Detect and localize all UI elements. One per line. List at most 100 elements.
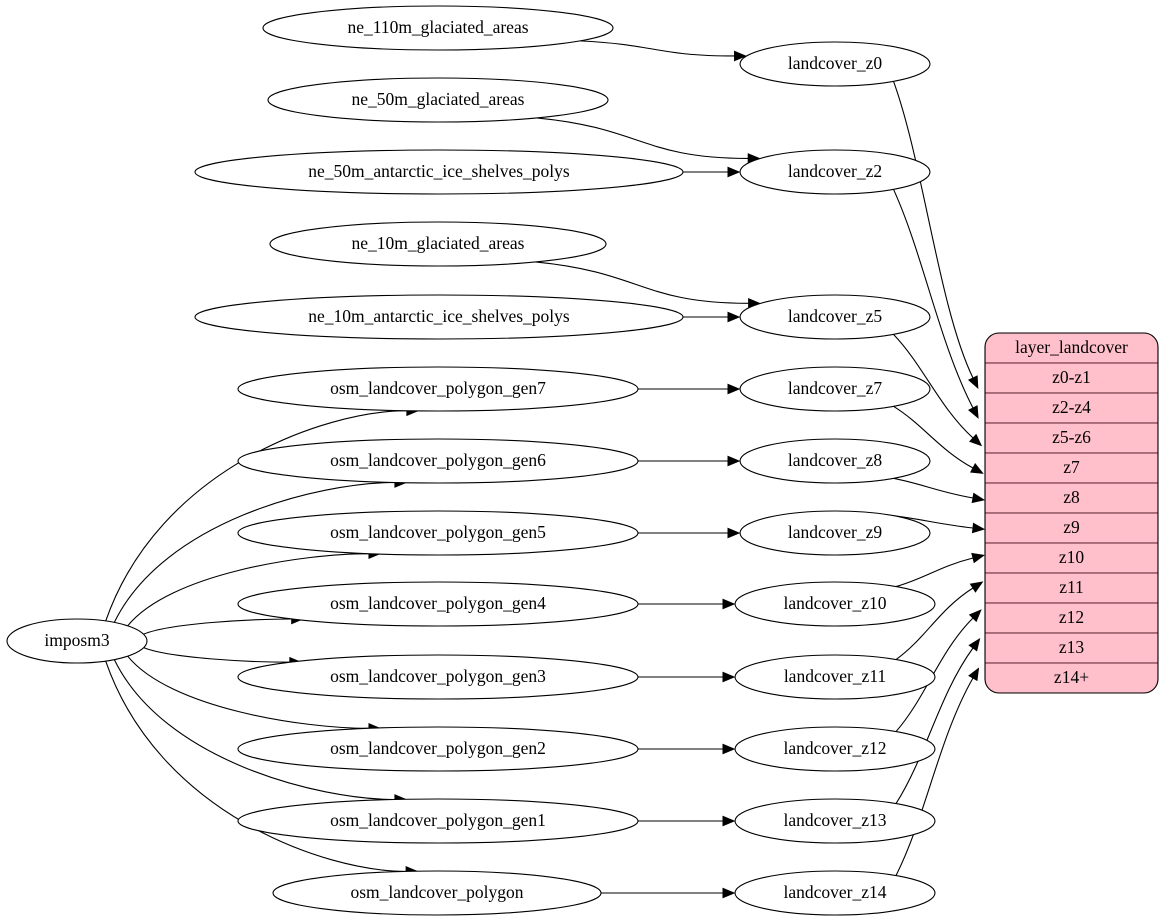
table-row-z12[interactable] [985,602,1158,634]
node-lz7[interactable]: landcover_z7 [739,366,931,412]
node-label-gen6: osm_landcover_polygon_gen6 [330,450,546,470]
node-ne10aisp[interactable]: ne_10m_antarctic_ice_shelves_polys [194,294,684,340]
edge-lz11-to-row7 [895,587,974,661]
node-label-gen5: osm_landcover_polygon_gen5 [330,522,546,542]
node-lz13[interactable]: landcover_z13 [734,798,936,844]
node-label-gen1: osm_landcover_polygon_gen1 [330,810,546,830]
edge-lz13-to-row9 [895,647,974,804]
table-row-z10[interactable] [985,542,1158,574]
node-gen4[interactable]: osm_landcover_polygon_gen4 [237,581,639,627]
node-ellipse-lz12 [734,726,936,772]
nodes-layer: ne_110m_glaciated_areas ne_50m_glaciated_… [6,5,936,916]
node-label-ne10ga: ne_10m_glaciated_areas [352,233,525,253]
node-poly[interactable]: osm_landcover_polygon [272,870,602,916]
node-gen3[interactable]: osm_landcover_polygon_gen3 [237,654,639,700]
node-lz9[interactable]: landcover_z9 [739,510,931,556]
node-ne10ga[interactable]: ne_10m_glaciated_areas [269,221,607,267]
table-row-z8[interactable] [985,482,1158,514]
arrowhead-lz7-to-row3 [970,463,984,474]
table-layer: layer_landcoverz0-z1z2-z4z5-z6z7z8z9z10z… [984,332,1159,694]
node-ellipse-imposm3 [6,618,148,664]
arrowhead-lz8-to-row4 [971,492,986,504]
node-label-lz9: landcover_z9 [788,522,883,542]
node-ellipse-lz13 [734,798,936,844]
node-ellipse-gen5 [237,510,639,556]
arrowhead-gen4-to-lz10 [722,598,736,610]
table-row-label-z13: z13 [1059,637,1085,657]
node-label-lz11: landcover_z11 [784,666,886,686]
table-row-label-z11: z11 [1059,577,1084,597]
edge-imposm3-to-gen4 [143,618,292,635]
node-label-gen7: osm_landcover_polygon_gen7 [330,378,546,398]
arrowhead-gen2-to-lz12 [722,743,736,755]
node-lz0[interactable]: landcover_z0 [739,41,931,87]
node-label-lz14: landcover_z14 [783,882,886,902]
node-lz5[interactable]: landcover_z5 [739,294,931,340]
node-lz2[interactable]: landcover_z2 [739,149,931,195]
node-ellipse-ne110ga [262,5,614,51]
node-gen6[interactable]: osm_landcover_polygon_gen6 [237,438,639,484]
table-row-z11[interactable] [985,572,1158,604]
edge-ne50ga-to-lz2 [536,117,749,159]
node-ellipse-lz10 [734,581,936,627]
edge-imposm3-to-gen1 [113,659,395,801]
arrowhead-lz12-to-row8 [968,609,982,623]
edge-lz7-to-row3 [893,405,974,469]
node-ellipse-gen3 [237,654,639,700]
edge-lz8-to-row4 [893,477,974,499]
edge-imposm3-to-gen5 [127,553,369,627]
node-ellipse-ne10ga [269,221,607,267]
table-row-label-z8: z8 [1063,487,1080,507]
node-gen2[interactable]: osm_landcover_polygon_gen2 [237,726,639,772]
arrowhead-ne50aisp-to-lz2 [727,166,741,178]
edge-lz5-to-row2 [893,333,974,439]
node-lz11[interactable]: landcover_z11 [734,654,936,700]
table-row-z7[interactable] [985,452,1158,484]
node-label-lz12: landcover_z12 [783,738,886,758]
arrowhead-gen5-to-lz9 [727,527,741,539]
edge-ne110ga-to-lz0 [579,40,735,57]
table-row-label-z14+: z14+ [1054,667,1089,687]
node-ne50ga[interactable]: ne_50m_glaciated_areas [267,77,609,123]
table-row-z0-z1[interactable] [985,362,1158,394]
node-lz12[interactable]: landcover_z12 [734,726,936,772]
node-label-lz10: landcover_z10 [783,593,886,613]
table-header-label: layer_landcover [1015,337,1128,357]
table-row-z9[interactable] [985,512,1158,544]
arrowhead-lz2-to-row1 [968,405,979,419]
arrowhead-gen7-to-lz7 [727,383,741,395]
arrowhead-lz5-to-row2 [969,433,983,447]
node-ellipse-gen4 [237,581,639,627]
node-lz10[interactable]: landcover_z10 [734,581,936,627]
node-gen5[interactable]: osm_landcover_polygon_gen5 [237,510,639,556]
node-imposm3[interactable]: imposm3 [6,618,148,664]
node-ne110ga[interactable]: ne_110m_glaciated_areas [262,5,614,51]
node-ellipse-lz7 [739,366,931,412]
edges-layer [105,40,986,899]
node-lz8[interactable]: landcover_z8 [739,438,931,484]
node-ne50aisp[interactable]: ne_50m_antarctic_ice_shelves_polys [194,149,684,195]
node-label-gen4: osm_landcover_polygon_gen4 [330,593,546,613]
node-label-ne10aisp: ne_10m_antarctic_ice_shelves_polys [308,306,570,326]
table-row-z13[interactable] [985,632,1158,664]
node-label-lz7: landcover_z7 [788,378,883,398]
arrowhead-lz11-to-row7 [969,581,984,593]
arrowhead-poly-to-lz14 [722,887,736,899]
node-ellipse-ne50ga [267,77,609,123]
arrowhead-gen6-to-lz8 [727,455,741,467]
node-label-ne50aisp: ne_50m_antarctic_ice_shelves_polys [308,161,570,181]
table-row-z14+[interactable] [985,662,1158,693]
table-row-label-z9: z9 [1063,517,1080,537]
node-ellipse-lz14 [734,870,936,916]
node-gen1[interactable]: osm_landcover_polygon_gen1 [237,798,639,844]
table-row-label-z12: z12 [1059,607,1084,627]
arrowhead-lz0-to-row0 [967,375,979,390]
node-gen7[interactable]: osm_landcover_polygon_gen7 [237,366,639,412]
node-label-lz5: landcover_z5 [788,306,883,326]
node-lz14[interactable]: landcover_z14 [734,870,936,916]
table-layer-landcover[interactable]: layer_landcoverz0-z1z2-z4z5-z6z7z8z9z10z… [984,332,1159,694]
table-row-label-z5-z6: z5-z6 [1052,427,1091,447]
node-ellipse-poly [272,870,602,916]
arrowhead-ne110ga-to-lz0 [734,50,747,62]
